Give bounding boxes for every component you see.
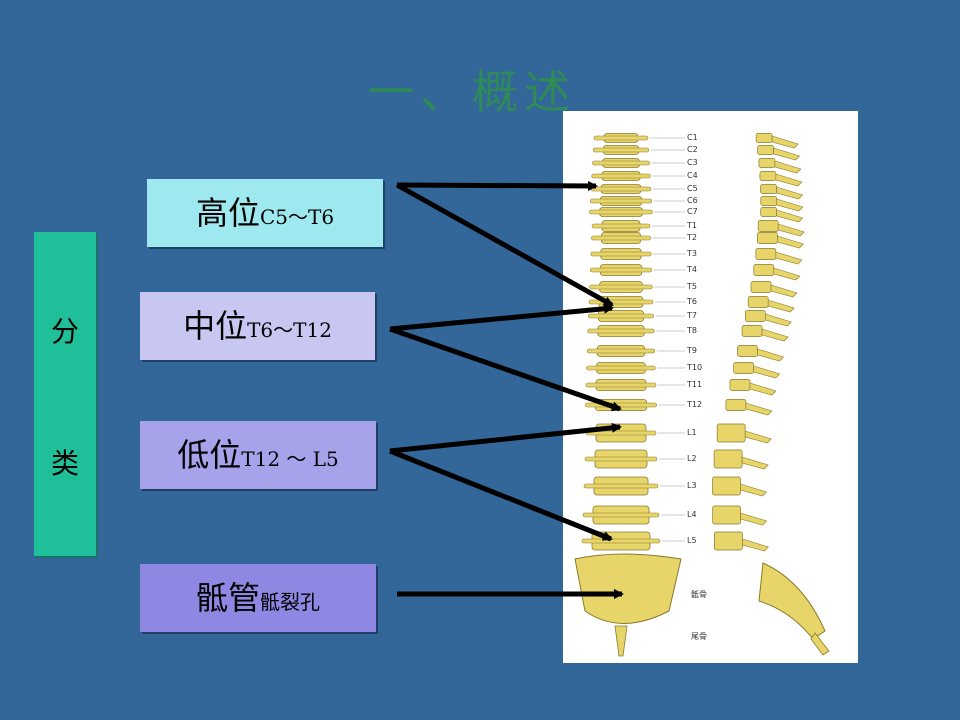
spine-level-label: T9 <box>687 346 697 355</box>
arrow-low-top <box>389 422 622 454</box>
spine-level-label: 尾骨 <box>691 632 707 641</box>
spinous-process <box>761 328 789 342</box>
category-middle-range: T6～T12 <box>247 318 332 342</box>
category-high: 高位C5～T6 <box>147 179 383 247</box>
spinous-process <box>757 348 785 362</box>
spine-level-label: C2 <box>687 145 698 154</box>
spine-level-label: C1 <box>687 133 698 142</box>
spine-level-label: T10 <box>687 363 703 372</box>
spinous-process <box>741 456 769 470</box>
spine-level-label: T12 <box>687 400 703 409</box>
transverse-process <box>589 284 653 290</box>
arrow-middle-top <box>389 303 614 332</box>
slide-title: 一、概述 <box>368 65 576 119</box>
category-low: 低位T12 ～ L5 <box>140 421 376 489</box>
sacrum-side <box>758 562 826 640</box>
spinous-process <box>776 209 804 223</box>
spine-level-label: C6 <box>687 196 698 205</box>
arrow-low-bottom <box>389 448 613 542</box>
spinous-process <box>777 235 804 249</box>
spinous-process <box>775 173 803 187</box>
spine-level-label: T5 <box>687 282 697 291</box>
spinous-process <box>776 198 804 212</box>
spine-level-label: T6 <box>687 297 697 306</box>
spine-level-label: C7 <box>687 207 698 216</box>
category-middle-main: 中位 <box>183 307 248 345</box>
transverse-process <box>591 173 651 179</box>
category-low-range: T12 ～ L5 <box>241 447 339 471</box>
category-middle: 中位T6～T12 <box>140 292 375 360</box>
transverse-process <box>591 235 651 241</box>
category-high-range: C5～T6 <box>259 205 335 229</box>
spinous-process <box>773 147 801 161</box>
sacrum-front <box>574 553 682 624</box>
transverse-process <box>590 251 652 257</box>
spine-level-label: T8 <box>687 326 697 335</box>
spine-level-label: 骶骨 <box>691 590 707 599</box>
transverse-process <box>587 328 655 334</box>
spine-level-label: C3 <box>687 158 698 167</box>
spinous-process <box>776 186 804 200</box>
spinous-process <box>740 483 768 497</box>
arrow-high-bottom <box>395 182 614 308</box>
category-low-main: 低位 <box>177 436 242 474</box>
spinous-process <box>753 365 781 379</box>
spinous-process <box>765 313 792 327</box>
transverse-process <box>589 209 653 215</box>
spine-level-label: T7 <box>687 311 697 320</box>
spine-level-label: T11 <box>687 380 703 389</box>
spinous-process <box>745 402 773 416</box>
spinous-process <box>749 382 777 396</box>
transverse-process <box>592 147 650 153</box>
classification-char-1: 分 <box>50 315 79 348</box>
transverse-process <box>586 365 656 371</box>
spinous-process <box>770 284 798 298</box>
spine-level-label: L1 <box>687 428 697 437</box>
classification-char-2: 类 <box>50 447 79 480</box>
category-sacral-range: 骶裂孔 <box>260 590 320 614</box>
arrow-high-top <box>396 180 598 191</box>
spine-level-label: L4 <box>687 510 697 519</box>
coccyx-side <box>810 632 830 656</box>
coccyx-front <box>614 625 628 657</box>
spine-level-label: L2 <box>687 454 697 463</box>
arrow-middle-bottom <box>389 326 622 412</box>
category-sacral-main: 骶管 <box>195 579 260 617</box>
spine-level-label: L5 <box>687 536 697 545</box>
spine-level-label: C4 <box>687 171 698 180</box>
classification-label-box: 分 类 <box>34 232 96 556</box>
transverse-process <box>591 223 651 229</box>
transverse-process <box>586 348 656 354</box>
spinous-process <box>775 251 803 265</box>
spinous-process <box>773 267 801 281</box>
transverse-process <box>585 382 657 388</box>
transverse-process <box>583 483 659 489</box>
transverse-process <box>593 135 649 141</box>
spinous-process <box>777 223 805 237</box>
spine-level-label: L3 <box>687 481 697 490</box>
spine-level-label: T2 <box>687 233 697 242</box>
spinous-process <box>771 135 799 149</box>
spinous-process <box>774 160 802 174</box>
spinous-process <box>767 299 795 313</box>
spine-level-label: T1 <box>687 221 697 230</box>
category-high-main: 高位 <box>195 194 260 232</box>
transverse-process <box>589 267 653 273</box>
category-sacral: 骶管骶裂孔 <box>140 564 376 632</box>
spinous-process <box>740 512 768 526</box>
transverse-process <box>581 538 661 544</box>
transverse-process <box>584 456 658 462</box>
spinous-process <box>742 538 769 552</box>
spine-level-label: T3 <box>687 249 697 258</box>
transverse-process <box>592 160 650 166</box>
spine-level-label: C5 <box>687 184 698 193</box>
spinous-process <box>744 430 772 444</box>
transverse-process <box>589 198 653 204</box>
transverse-process <box>582 512 660 518</box>
transverse-process <box>588 313 654 319</box>
spine-level-label: T4 <box>687 265 697 274</box>
